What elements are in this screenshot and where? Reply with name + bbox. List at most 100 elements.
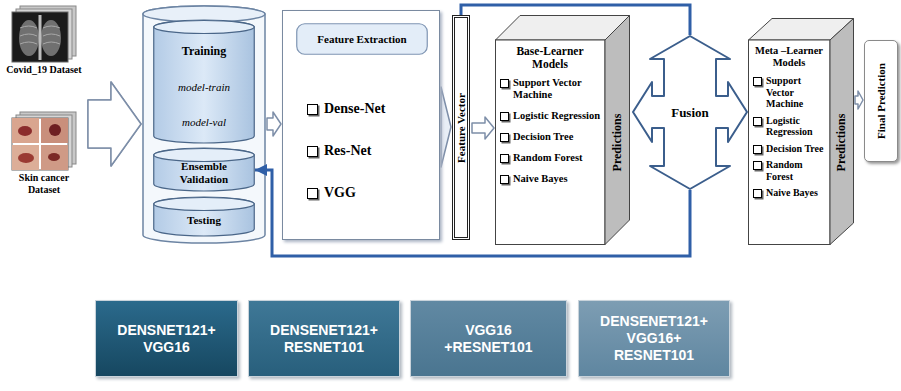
- bullet-box: [753, 189, 762, 198]
- bullet-box: [500, 112, 509, 121]
- list-item: Naive Bayes: [766, 187, 818, 199]
- list-item: Decision Tree: [513, 131, 573, 143]
- bullet-box: [753, 77, 762, 86]
- model-combo-tile: DENSENET121+ RESNET101: [248, 300, 400, 377]
- cylinder-body: [154, 20, 255, 143]
- item-list: Support Vector MachineLogistic Regressio…: [753, 75, 827, 199]
- flow-arrow: [441, 87, 451, 167]
- list-item: Random Forest: [766, 159, 827, 182]
- list-row: Decision Tree: [500, 131, 602, 143]
- feature-vector-bar: Feature Vector: [452, 15, 470, 240]
- base-learner-box: Base-Learner ModelsSupport Vector Machin…: [495, 15, 630, 245]
- text-center: Predictions: [830, 40, 854, 245]
- section-title: Training: [182, 45, 226, 59]
- dataset-item: Covid_19 Dataset: [2, 6, 86, 84]
- model-combo-tile: DENSNET121+ VGG16: [95, 300, 238, 377]
- cube-side-face: [830, 19, 854, 245]
- cube-front-face: [496, 40, 606, 245]
- bullet-box: [307, 104, 318, 115]
- italic-label: model-val: [182, 116, 226, 129]
- predictions-panel: Predictions: [605, 15, 630, 245]
- final-prediction-box: Final Prediction: [864, 40, 898, 162]
- skin-lesion-images: [12, 112, 76, 170]
- list-item: Decision Tree: [766, 143, 824, 155]
- model-combo-tile: VGG16 +RESNET101: [410, 300, 567, 377]
- bullet-box: [753, 117, 762, 126]
- list-item: Logistic Regression: [766, 115, 827, 138]
- flow-arrow: [855, 91, 863, 109]
- dataset-label: Skin cancer Dataset: [2, 172, 86, 195]
- list-row: Naive Bayes: [500, 173, 602, 185]
- cylinder-top: [154, 198, 255, 211]
- section-title: Meta –Learner Models: [752, 45, 826, 69]
- cylinder-body: [154, 148, 255, 191]
- bullet-box: [307, 146, 318, 157]
- text-column: Training model-train model-val: [157, 34, 251, 140]
- model-combo-label: VGG16 +RESNET101: [430, 322, 548, 356]
- section-header: Feature Extraction: [296, 23, 428, 55]
- section-title: Base-Learner Models: [499, 45, 601, 71]
- bullet-box: [500, 133, 509, 142]
- bullet-box: [500, 79, 509, 88]
- cube-side-face: [605, 16, 630, 245]
- text-column: Testing: [157, 207, 251, 233]
- vertical-label: Feature Vector: [455, 93, 467, 163]
- cylinder-body: [154, 197, 255, 236]
- list-row: Support Vector Machine: [500, 77, 602, 101]
- feature-extraction-box: Dense-NetRes-NetVGG Feature Extraction: [282, 10, 440, 240]
- text-center: VGG16 +RESNET101: [411, 301, 566, 376]
- testing-cylinder: Testing: [153, 197, 255, 237]
- list-row: Res-Net: [307, 143, 435, 159]
- list-item: Support Vector Machine: [766, 75, 827, 110]
- text-center: Final Prediction: [865, 41, 897, 161]
- model-combo-label: DENSENET121+ VGG16+ RESNET101: [595, 313, 713, 363]
- predictions-panel: Predictions: [830, 18, 854, 245]
- list-item: Random Forest: [513, 152, 583, 164]
- training-cylinder: Training model-train model-val: [153, 20, 255, 144]
- fusion-arrow: Fusion: [632, 35, 748, 190]
- header-tab: [297, 24, 428, 55]
- section-title: Testing: [187, 214, 221, 227]
- header-area: Base-Learner Models: [499, 45, 601, 71]
- cylinder-top: [154, 21, 255, 34]
- list-row: Random Forest: [753, 159, 827, 182]
- vertical-label: Predictions: [835, 114, 850, 172]
- list-row: Random Forest: [500, 152, 602, 164]
- vertical-label: Final Prediction: [875, 63, 887, 139]
- bullet-box: [753, 161, 762, 170]
- text-center: Fusion: [632, 35, 748, 190]
- dataset-label: Covid_19 Dataset: [6, 64, 81, 76]
- dataset-item: Skin cancer Dataset: [2, 112, 86, 204]
- item-list: Support Vector MachineLogistic Regressio…: [500, 77, 602, 185]
- flow-arrow: [88, 82, 141, 166]
- text-center: Predictions: [605, 40, 630, 245]
- list-row: Decision Tree: [753, 143, 827, 155]
- item-list: Dense-NetRes-NetVGG: [307, 101, 435, 201]
- fusion-label: Fusion: [671, 105, 709, 121]
- list-row: Logistic Regression: [500, 110, 602, 122]
- list-item: Dense-Net: [324, 101, 385, 117]
- text-center: DENSNET121+ VGG16: [96, 301, 237, 376]
- cylinder-top: [154, 149, 255, 162]
- list-row: Logistic Regression: [753, 115, 827, 138]
- text-center: Feature Extraction: [296, 23, 428, 55]
- meta-learner-box: Meta –Learner ModelsSupport Vector Machi…: [748, 18, 854, 245]
- list-item: Res-Net: [324, 143, 371, 159]
- bullet-box: [307, 188, 318, 199]
- list-item: Support Vector Machine: [513, 77, 602, 101]
- vertical-label: Predictions: [610, 114, 625, 172]
- list-item: Logistic Regression: [513, 110, 600, 122]
- flow-arrow: [267, 112, 281, 136]
- header-area: Meta –Learner Models: [752, 45, 826, 69]
- model-combo-label: DENSNET121+ VGG16: [108, 322, 226, 356]
- bullet-box: [500, 154, 509, 163]
- italic-label: model-train: [178, 81, 230, 94]
- model-combo-label: DENSENET121+ RESNET101: [265, 322, 383, 356]
- list-row: Dense-Net: [307, 101, 435, 117]
- section-title: Ensemble Validation: [157, 160, 251, 185]
- four-way-arrow: [633, 36, 747, 189]
- caption-area: Covid_19 Dataset: [2, 64, 86, 76]
- list-row: VGG: [307, 185, 435, 201]
- list-row: Naive Bayes: [753, 187, 827, 199]
